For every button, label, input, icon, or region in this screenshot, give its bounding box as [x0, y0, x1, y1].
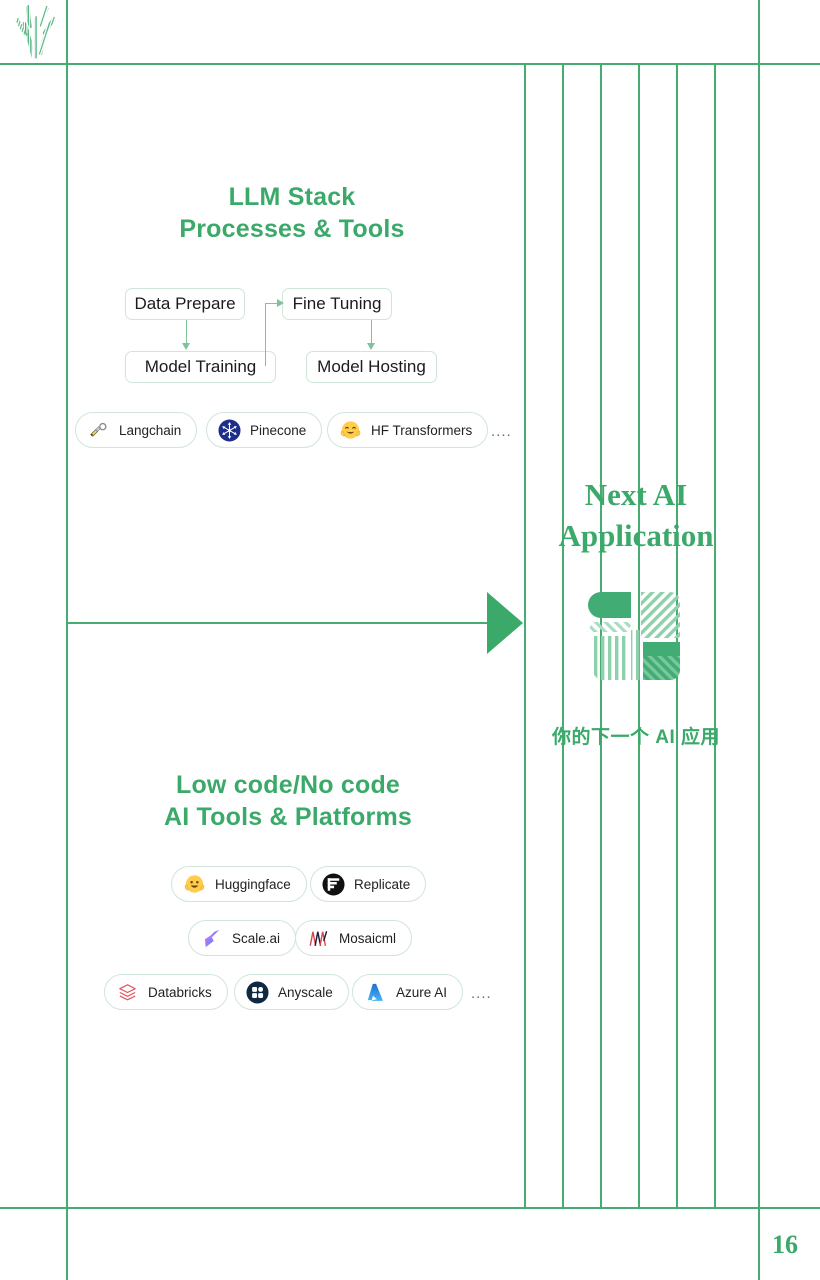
tool-chip-huggingface[interactable]: Huggingface	[171, 866, 307, 902]
llm-title-line1: LLM Stack	[228, 183, 356, 211]
rule-vertical-right	[758, 0, 760, 1280]
tool-chip-label: Databricks	[148, 984, 212, 1000]
flow-box-label: Model Training	[144, 357, 257, 376]
tool-chip-anyscale[interactable]: Anyscale	[234, 974, 349, 1010]
parrot-chain-icon	[87, 419, 110, 442]
replicate-icon	[322, 872, 345, 896]
flow-box-label: Data Prepare	[134, 294, 236, 313]
tool-chip-hf-transformers[interactable]: HF Transformers	[327, 412, 489, 448]
flow-box-model-hosting[interactable]: Model Hosting	[306, 351, 437, 383]
lowcode-title-line1: Low code/No code	[175, 771, 401, 799]
page-title-llm-stack: LLM Stack Processes & Tools	[132, 181, 452, 245]
tool-chip-label: Huggingface	[215, 876, 291, 892]
llm-title-line2: Processes & Tools	[179, 215, 405, 243]
rule-horizontal-bottom	[0, 1207, 820, 1209]
tool-chip-label: Azure AI	[396, 984, 448, 1000]
flow-box-fine-tuning[interactable]: Fine Tuning	[282, 288, 392, 320]
tool-chip-label: Mosaicml	[339, 930, 397, 946]
hugging-face-icon	[183, 873, 206, 896]
databricks-icon	[116, 981, 139, 1004]
tool-chip-azure-ai[interactable]: Azure AI	[352, 974, 464, 1010]
striped-blocks-logo	[587, 586, 684, 686]
arrowhead-modelhosting	[367, 343, 375, 350]
connector-dataprepare-modeltraining	[186, 320, 188, 344]
rule-vertical-r2	[562, 63, 564, 1208]
rule-horizontal-middle	[66, 622, 501, 624]
next-ai-title-line2: Application	[558, 518, 714, 553]
next-ai-title: Next AI Application	[530, 474, 742, 556]
anyscale-icon	[246, 980, 269, 1004]
scale-ai-icon	[200, 927, 223, 950]
tool-chip-label: Pinecone	[250, 422, 307, 438]
mosaicml-icon	[307, 927, 330, 950]
rule-horizontal-top	[0, 63, 820, 65]
forward-arrow-icon	[487, 592, 523, 654]
next-ai-title-line1: Next AI	[584, 477, 688, 512]
azure-icon	[364, 981, 387, 1004]
flow-box-label: Model Hosting	[317, 357, 426, 376]
connector-modeltraining-up	[265, 304, 267, 366]
connector-modeltraining-finetuning	[265, 303, 279, 305]
rule-vertical-left	[66, 0, 68, 1280]
tool-chips-more-lowcode: ....	[471, 985, 492, 1002]
rule-vertical-r3	[600, 63, 602, 1208]
flow-box-model-training[interactable]: Model Training	[125, 351, 276, 383]
next-ai-subtitle-cn: 你的下一个 AI 应用	[551, 727, 721, 748]
tool-chips-more-llm: ....	[491, 423, 512, 440]
tool-chip-mosaicml[interactable]: Mosaicml	[295, 920, 413, 956]
tool-chip-scale-ai[interactable]: Scale.ai	[188, 920, 297, 956]
flow-box-label: Fine Tuning	[292, 294, 382, 313]
tool-chip-label: Anyscale	[278, 984, 333, 1000]
rule-vertical-r1	[524, 63, 526, 1208]
arrowhead-modeltraining	[182, 343, 190, 350]
arrowhead-finetuning	[277, 299, 284, 307]
connector-finetuning-modelhosting	[371, 320, 373, 344]
lowcode-title-line2: AI Tools & Platforms	[163, 803, 412, 831]
tool-chip-label: Langchain	[119, 422, 182, 438]
tool-chip-label: Replicate	[354, 876, 411, 892]
flow-box-data-prepare[interactable]: Data Prepare	[125, 288, 245, 320]
tool-chip-langchain[interactable]: Langchain	[75, 412, 198, 448]
hugging-face-icon	[339, 419, 362, 442]
tool-chip-label: HF Transformers	[371, 422, 473, 438]
tool-chip-label: Scale.ai	[232, 930, 281, 946]
pinecone-icon	[218, 418, 241, 442]
tool-chip-pinecone[interactable]: Pinecone	[206, 412, 323, 448]
tool-chip-databricks[interactable]: Databricks	[104, 974, 228, 1010]
tool-chip-replicate[interactable]: Replicate	[310, 866, 427, 902]
page-title-low-code: Low code/No code AI Tools & Platforms	[128, 769, 448, 833]
rule-vertical-r6	[714, 63, 716, 1208]
page-number: 16	[772, 1230, 798, 1259]
striped-sprout-logo	[12, 2, 58, 62]
